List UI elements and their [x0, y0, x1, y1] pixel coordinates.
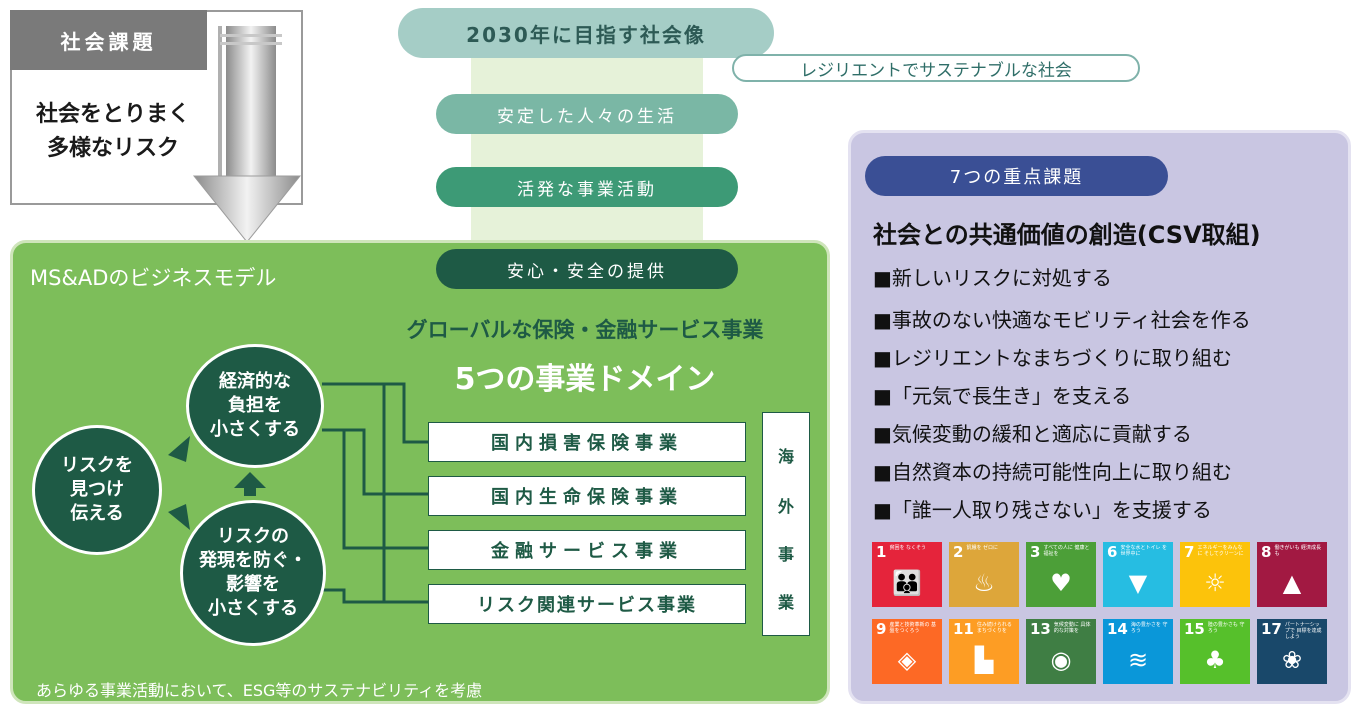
sdg-number: 7	[1184, 543, 1195, 561]
circle-text: 伝える	[70, 503, 124, 524]
sdg-label: 働きがいも 経済成長も	[1274, 545, 1322, 557]
eye-icon: ◉	[1050, 646, 1072, 674]
csv-title: 社会との共通価値の創造(CSV取組)	[873, 221, 1261, 249]
social-issues-line: 多様なリスク	[46, 136, 179, 161]
rings-icon: ❀	[1281, 646, 1303, 674]
arrow-icon	[234, 472, 266, 488]
circle-text: 小さくする	[208, 598, 298, 619]
csv-item: ■新しいリスクに対処する	[873, 266, 1112, 290]
connector-lines	[168, 382, 428, 604]
vision-column	[471, 52, 703, 240]
sdg-label: 住み続けられる まちづくりを	[976, 622, 1012, 634]
csv-item: ■「誰一人取り残さない」を支援する	[873, 498, 1212, 522]
overseas-business-box: 海 外 事 業	[762, 412, 810, 636]
sdg-label: エネルギーをみんなに そしてクリーンに	[1197, 545, 1244, 557]
arrow-icon	[168, 504, 190, 530]
sdg-label: すべての人に 健康と福祉を	[1043, 545, 1090, 557]
sdg-number: 15	[1184, 620, 1205, 638]
tree-icon: ♣	[1204, 646, 1226, 674]
sdg-label: 安全な水とトイレ を世界中に	[1120, 545, 1168, 557]
sdg-label: 気候変動に 具体的な対策を	[1053, 622, 1091, 634]
overseas-char: 外	[777, 497, 794, 516]
circle-text: 経済的な	[219, 371, 291, 392]
vision-title: 2030年に目指す社会像	[398, 8, 774, 58]
circle-text: 影響を	[226, 574, 280, 595]
circle-text: リスクの	[217, 526, 289, 547]
csv-badge: 7つの重点課題	[865, 156, 1168, 196]
circle-find-risk: リスクを 見つけ 伝える	[32, 425, 162, 555]
csv-item: ■事故のない快適なモビリティ社会を作る	[873, 308, 1251, 332]
sdg-label: 陸の豊かさも 守ろう	[1207, 622, 1245, 634]
csv-item: ■レジリエントなまちづくりに取り組む	[873, 346, 1232, 370]
water-icon: ▼	[1128, 569, 1148, 597]
circle-text: 負担を	[228, 395, 282, 416]
business-model-heading: 5つの事業ドメイン	[454, 362, 716, 397]
sdg-number: 1	[876, 543, 887, 561]
social-issues-text: 社会をとりまく 多様なリスク	[18, 98, 208, 166]
fish-icon: ≋	[1127, 646, 1149, 674]
sdg-label: 産業と技術革新の 基盤をつくろう	[889, 622, 937, 634]
overseas-char: 海	[777, 447, 794, 466]
city-icon: ▙	[974, 646, 994, 674]
domain-financial-services: 金融サービス事業	[428, 530, 746, 570]
sdg-number: 17	[1261, 620, 1282, 638]
circle-text: 発現を防ぐ・	[199, 550, 307, 571]
sdg-number: 2	[953, 543, 964, 561]
domain-risk-services: リスク関連サービス事業	[428, 584, 746, 624]
bowl-icon: ♨	[973, 569, 995, 597]
social-issues-title: 社会課題	[10, 10, 207, 70]
sdg-number: 13	[1030, 620, 1051, 638]
csv-panel	[848, 130, 1351, 704]
sdg-label: 飢餓を ゼロに	[966, 545, 999, 551]
sdg-label: パートナーシップで 目標を達成しよう	[1284, 622, 1322, 640]
sdg-number: 9	[876, 620, 887, 638]
overseas-char: 事	[777, 545, 794, 564]
circle-reduce-burden: 経済的な 負担を 小さくする	[186, 344, 324, 468]
sdg-number: 14	[1107, 620, 1128, 638]
business-model-subheading: グローバルな保険・金融サービス事業	[406, 318, 764, 342]
sdg-label: 海の豊かさを 守ろう	[1130, 622, 1168, 634]
sdg-number: 3	[1030, 543, 1041, 561]
csv-item: ■気候変動の緩和と適応に貢献する	[873, 422, 1192, 446]
circle-text: 小さくする	[210, 419, 300, 440]
overseas-char: 業	[777, 593, 794, 612]
down-arrow-icon	[192, 26, 302, 243]
business-model-footer: あらゆる事業活動において、ESG等のサステナビリティを考慮	[36, 681, 483, 700]
sdg-number: 6	[1107, 543, 1118, 561]
social-issues-line: 社会をとりまく	[35, 102, 190, 127]
csv-item: ■自然資本の持続可能性向上に取り組む	[873, 460, 1232, 484]
circle-text: リスクを	[61, 455, 133, 476]
domain-domestic-nonlife: 国内損害保険事業	[428, 422, 746, 462]
sdg-number: 11	[953, 620, 974, 638]
sdg-number: 8	[1261, 543, 1272, 561]
circle-text: 見つけ	[70, 479, 124, 500]
vision-subtitle: レジリエントでサステナブルな社会	[732, 54, 1140, 82]
domain-domestic-life: 国内生命保険事業	[428, 476, 746, 516]
growth-icon: ▲	[1282, 569, 1302, 597]
circle-prevent-risk: リスクの 発現を防ぐ・ 影響を 小さくする	[180, 500, 326, 646]
cubes-icon: ◈	[897, 646, 917, 674]
csv-item: ■「元気で長生き」を支える	[873, 384, 1132, 408]
sdg-label: 貧困を なくそう	[889, 545, 927, 551]
people-icon: 👪	[892, 569, 922, 597]
vision-pill-business: 活発な事業活動	[436, 167, 738, 207]
arrow-icon	[168, 436, 190, 462]
business-model-title: MS&ADのビジネスモデル	[30, 266, 277, 290]
vision-pill-safety: 安心・安全の提供	[436, 249, 738, 289]
heartbeat-icon: ♥	[1050, 569, 1072, 597]
vision-pill-life: 安定した人々の生活	[436, 94, 738, 134]
sun-icon: ☼	[1204, 569, 1226, 597]
